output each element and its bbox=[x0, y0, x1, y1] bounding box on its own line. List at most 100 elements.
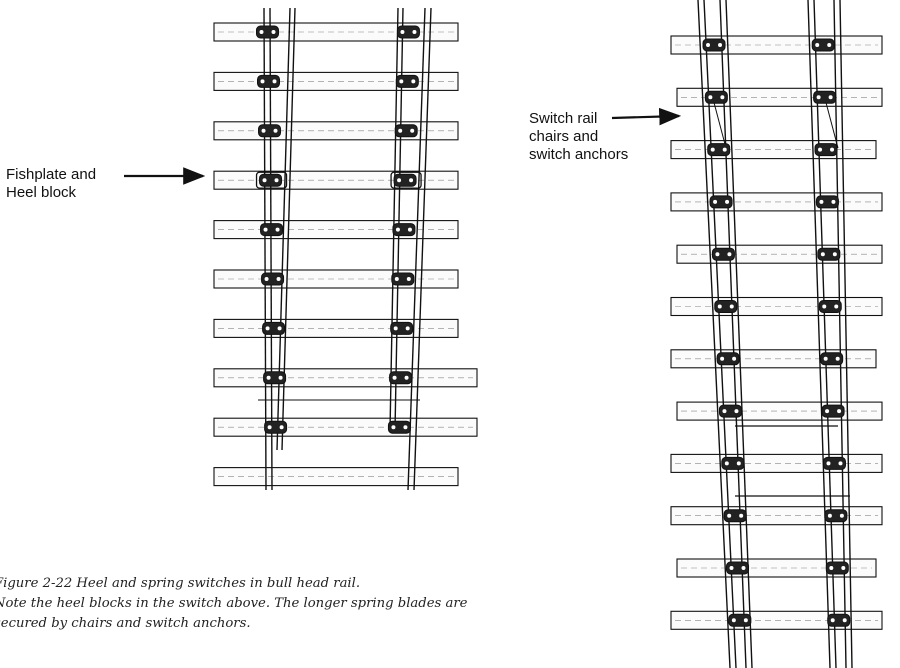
stock-rail bbox=[263, 7, 267, 491]
chair-bolt bbox=[816, 95, 821, 100]
chair-bolt bbox=[400, 30, 405, 34]
chair-bolt bbox=[275, 227, 280, 232]
chair-bolt bbox=[731, 618, 736, 623]
chair-bolt bbox=[394, 277, 399, 281]
chair-bolt bbox=[277, 326, 282, 331]
rail-chair bbox=[257, 74, 281, 88]
chair-bolt bbox=[272, 79, 277, 84]
rail-chair bbox=[709, 195, 733, 209]
switch-rail bbox=[719, 0, 747, 668]
chair-bolt bbox=[279, 425, 284, 430]
rail-chair bbox=[811, 38, 835, 52]
switch-anchor bbox=[823, 94, 839, 149]
chair-bolt bbox=[713, 199, 718, 204]
chair-bolt bbox=[839, 513, 844, 518]
chair-bolt bbox=[412, 30, 417, 34]
chair-bolt bbox=[819, 199, 824, 204]
rail-chair bbox=[391, 272, 415, 286]
rail-chair bbox=[389, 371, 413, 385]
left-sleepers bbox=[213, 22, 478, 487]
chair-bolt bbox=[835, 356, 840, 361]
stock-rail bbox=[269, 7, 273, 491]
rail-chair bbox=[718, 404, 742, 418]
chair-bolt bbox=[842, 618, 847, 623]
switch-rail-arrow bbox=[611, 107, 682, 126]
chair-bolt bbox=[827, 43, 832, 47]
stock-rail bbox=[413, 7, 432, 491]
stock-rail bbox=[839, 0, 853, 668]
chair-bolt bbox=[815, 43, 820, 47]
chair-bolt bbox=[278, 375, 283, 380]
rail-chair bbox=[813, 90, 837, 104]
chair-bolt bbox=[830, 147, 835, 152]
chair-bolt bbox=[829, 566, 834, 570]
rail-chair bbox=[704, 90, 728, 104]
rail-chair bbox=[818, 300, 842, 313]
chair-bolt bbox=[263, 227, 268, 232]
rail-chair bbox=[817, 247, 841, 261]
rail-chair bbox=[711, 247, 735, 261]
rail-chair bbox=[824, 509, 848, 523]
stock-rail bbox=[833, 0, 847, 668]
chair-bolt bbox=[831, 199, 836, 204]
left-chairs bbox=[255, 25, 422, 434]
rail-chair bbox=[702, 38, 726, 52]
fishplate-label-line: Heel block bbox=[6, 184, 77, 201]
chair-bolt bbox=[823, 356, 828, 361]
stock-rail bbox=[697, 0, 731, 668]
heel-switch-diagram bbox=[213, 7, 478, 491]
chair-bolt bbox=[722, 409, 727, 414]
chair-bolt bbox=[818, 147, 823, 152]
chair-bolt bbox=[266, 375, 271, 380]
rail-chair bbox=[259, 173, 283, 187]
chair-bolt bbox=[732, 356, 737, 361]
rail-chair bbox=[726, 561, 750, 575]
chair-bolt bbox=[259, 30, 264, 34]
chair-bolt bbox=[841, 566, 846, 570]
chair-bolt bbox=[410, 128, 415, 133]
chair-bolt bbox=[715, 252, 720, 257]
chair-bolt bbox=[820, 252, 825, 257]
chair-bolt bbox=[834, 304, 839, 309]
stock-rail bbox=[703, 0, 737, 668]
chair-bolt bbox=[393, 326, 398, 331]
chair-bolt bbox=[708, 95, 713, 100]
chair-bolt bbox=[743, 618, 748, 623]
switch-rail-label: Switch rail chairs and switch anchors bbox=[529, 110, 628, 164]
chair-bolt bbox=[729, 566, 734, 570]
rail-chair bbox=[825, 561, 849, 575]
chair-bolt bbox=[741, 566, 746, 570]
chair-bolt bbox=[407, 227, 412, 232]
rail-chair bbox=[394, 124, 418, 138]
chair-bolt bbox=[398, 128, 403, 133]
caption-line: secured by chairs and switch anchors. bbox=[0, 616, 251, 631]
chair-bolt bbox=[403, 425, 408, 430]
rail-chair bbox=[827, 613, 851, 627]
rail-chair bbox=[261, 272, 285, 286]
rail-chair bbox=[393, 173, 417, 187]
fishplate-label: Fishplate and Heel block bbox=[6, 166, 96, 202]
right-rails bbox=[697, 0, 853, 668]
switch-anchor bbox=[711, 94, 727, 149]
chair-bolt bbox=[265, 326, 270, 331]
rail-chair bbox=[820, 352, 844, 366]
chair-bolt bbox=[717, 304, 722, 309]
closure-rail bbox=[807, 0, 831, 668]
rail-chair bbox=[260, 223, 284, 237]
rail-chair bbox=[707, 143, 731, 157]
heel-block bbox=[255, 171, 288, 189]
chair-bolt bbox=[399, 79, 404, 84]
chair-bolt bbox=[710, 147, 715, 152]
caption-line: Note the heel blocks in the switch above… bbox=[0, 596, 468, 611]
rail-chair bbox=[716, 352, 740, 366]
chair-bolt bbox=[395, 227, 400, 232]
switch-rail-label-line: switch anchors bbox=[529, 146, 629, 163]
chair-bolt bbox=[739, 513, 744, 518]
rail-chair bbox=[814, 143, 838, 157]
rail-chair bbox=[815, 195, 839, 209]
chair-bolt bbox=[274, 178, 279, 183]
figure-caption: Figure 2-22 Heel and spring switches in … bbox=[0, 574, 594, 634]
switch-rail-label-line: chairs and bbox=[529, 128, 599, 145]
rail-chair bbox=[728, 613, 752, 627]
chair-bolt bbox=[727, 252, 732, 257]
